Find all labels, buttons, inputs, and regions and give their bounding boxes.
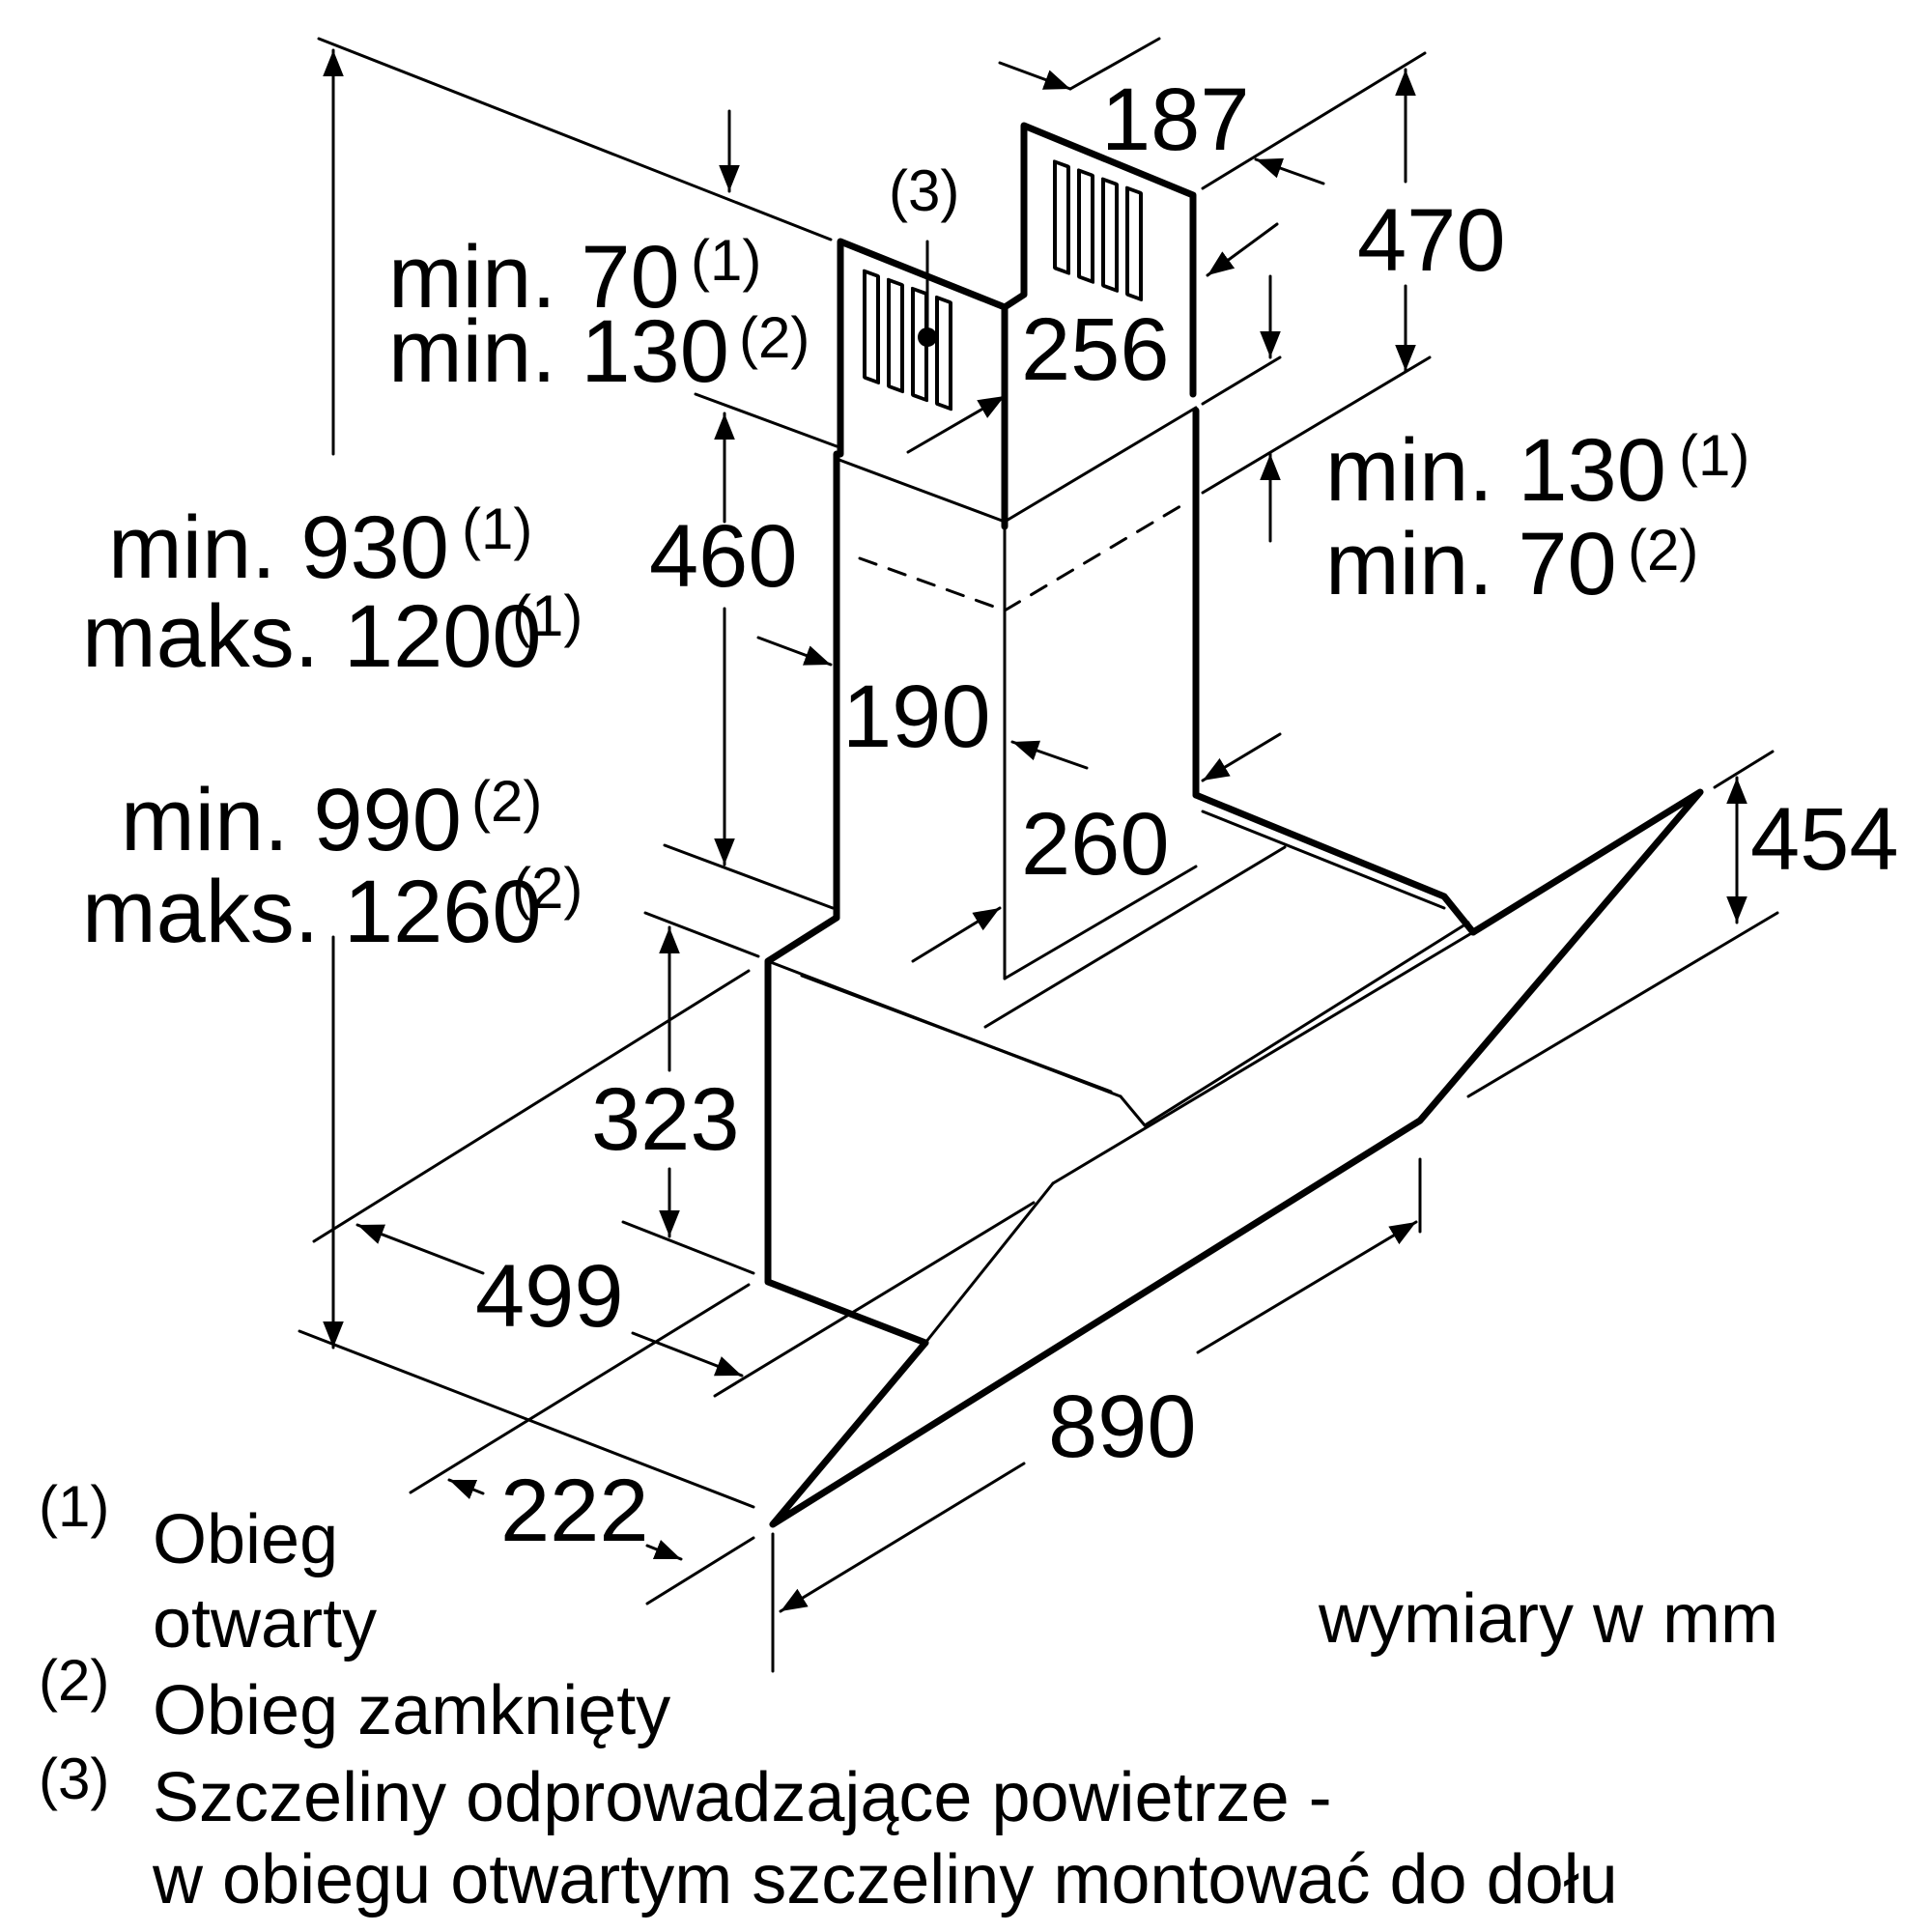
- chimney-joint-right: [1003, 406, 1198, 524]
- label-min990-ref: (2): [471, 769, 542, 834]
- legend-1-line1: Obieg: [153, 1501, 338, 1578]
- slot: [887, 277, 904, 394]
- dim-499-label: 499: [475, 1247, 624, 1346]
- dim-454-label: 454: [1750, 790, 1899, 889]
- dim-222-left: [447, 1478, 485, 1500]
- legend-2-num: (2): [39, 1648, 109, 1713]
- slot-callout-label: (3): [889, 158, 959, 223]
- ext-chimney-top-left: [694, 392, 838, 448]
- legend-1-line2: otwarty: [153, 1585, 377, 1662]
- top-right-edge: [1192, 791, 1477, 936]
- ext-222-front: [645, 1536, 755, 1605]
- ext-min-right: [1201, 355, 1282, 406]
- dim-190-arrow-right: [1010, 740, 1089, 770]
- upper-chimney-left: [837, 238, 1009, 530]
- ext-499-front: [713, 1201, 1036, 1398]
- label-maks1260-ref: (2): [512, 856, 582, 921]
- slot: [911, 286, 928, 403]
- label-maks1200-ref: (1): [512, 583, 582, 648]
- ext-499-back: [312, 969, 751, 1243]
- dim-890-right: [1196, 1220, 1418, 1354]
- label-min930-ref: (1): [462, 497, 532, 561]
- glass-top-edge: [1051, 930, 1475, 1185]
- dim-470-label: 470: [1357, 191, 1506, 290]
- hood-body-outline: [764, 914, 929, 1347]
- dim-260-arrow-right: [1201, 732, 1282, 782]
- label-right-min70-ref: (2): [1628, 518, 1698, 582]
- ext-323-bottom: [621, 1220, 755, 1275]
- dim-256-label: 256: [1021, 300, 1170, 399]
- slot: [1053, 159, 1070, 275]
- ext-454-top: [1713, 750, 1775, 789]
- legend-3-line2: w obiegu otwartym szczeliny montować do …: [152, 1841, 1618, 1918]
- dim-187-right-arrow: [1254, 157, 1325, 185]
- label-min990: min. 990: [121, 771, 462, 869]
- dim-187-label: 187: [1101, 71, 1250, 169]
- legend-2-line1: Obieg zamknięty: [153, 1672, 670, 1749]
- dim-499-left: [355, 1223, 485, 1275]
- dim-190-label: 190: [842, 668, 991, 766]
- hood-outline: [764, 122, 1704, 1528]
- slot-callout-dot: [918, 327, 937, 347]
- dim-499-right: [631, 1331, 744, 1378]
- label-maks1260: maks. 1260: [82, 863, 542, 961]
- dim-890-label: 890: [1048, 1378, 1197, 1476]
- upper-chimney-right: [1001, 122, 1197, 398]
- dim-890-left: [779, 1462, 1026, 1613]
- dim-260-label: 260: [1021, 795, 1170, 894]
- dim-323-label: 323: [591, 1070, 740, 1169]
- slot: [1077, 168, 1094, 284]
- ext-460-bottom: [663, 843, 835, 910]
- legend-3-line1: Szczeliny odprowadzające powietrze -: [153, 1759, 1332, 1836]
- body-top-edge-inner: [800, 974, 1113, 1094]
- legend: (1) Obieg otwarty (2) Obieg zamknięty (3…: [39, 1474, 1618, 1918]
- slot: [863, 269, 880, 384]
- slot: [1125, 185, 1143, 301]
- top-right-edge-inner: [1201, 810, 1446, 910]
- air-slots: [863, 159, 1143, 412]
- dim-460-label: 460: [649, 507, 798, 606]
- label-min130: min. 130: [388, 302, 729, 401]
- slot: [1101, 177, 1119, 293]
- hidden-line-left: [858, 556, 1007, 612]
- dim-222-right: [645, 1539, 683, 1561]
- dim-260-arrow-left: [911, 906, 1002, 963]
- label-min70: min. 70: [388, 228, 680, 327]
- label-right-min70: min. 70: [1325, 515, 1617, 613]
- ext-222-back: [409, 1283, 751, 1494]
- hidden-line-right: [1003, 498, 1192, 612]
- glass-left-edge: [923, 1181, 1055, 1345]
- legend-1-num: (1): [39, 1474, 109, 1539]
- ext-187-right: [1201, 51, 1427, 190]
- chimney-base-right: [1003, 865, 1198, 980]
- dim-187-left-arrow: [998, 61, 1072, 91]
- slot: [935, 295, 952, 412]
- units-note: wymiary w mm: [1318, 1580, 1778, 1658]
- body-top-shelf: [983, 845, 1287, 1029]
- label-min930: min. 930: [108, 498, 449, 597]
- dimension-lines: [298, 37, 1779, 1673]
- front-top-edge: [1119, 921, 1470, 1127]
- dim-222-label: 222: [500, 1462, 649, 1560]
- dim-187-ext: [1068, 37, 1161, 91]
- legend-3-num: (3): [39, 1747, 109, 1811]
- label-maks1200: maks. 1200: [82, 587, 542, 686]
- ext-bottom-ceiling: [298, 1329, 755, 1509]
- label-min70-ref: (1): [691, 228, 761, 293]
- dimension-labels: 187 470 256 460 190 260 454 323 499 890 …: [82, 71, 1899, 1658]
- label-right-min130: min. 130: [1325, 421, 1666, 520]
- ext-323-top: [643, 911, 760, 958]
- ext-top-ceiling: [317, 37, 833, 242]
- chimney-joint-left: [835, 457, 1007, 524]
- dim-190-arrow-left: [756, 636, 833, 667]
- label-min130-ref: (2): [739, 305, 810, 370]
- glass-panel: [769, 788, 1704, 1528]
- dim-256-arrow: [1206, 222, 1279, 277]
- label-right-min130-ref: (1): [1679, 423, 1749, 488]
- ext-470-bottom: [1201, 355, 1432, 495]
- ext-454-bottom: [1466, 911, 1779, 1098]
- dim-256-arrow-left: [906, 394, 1007, 454]
